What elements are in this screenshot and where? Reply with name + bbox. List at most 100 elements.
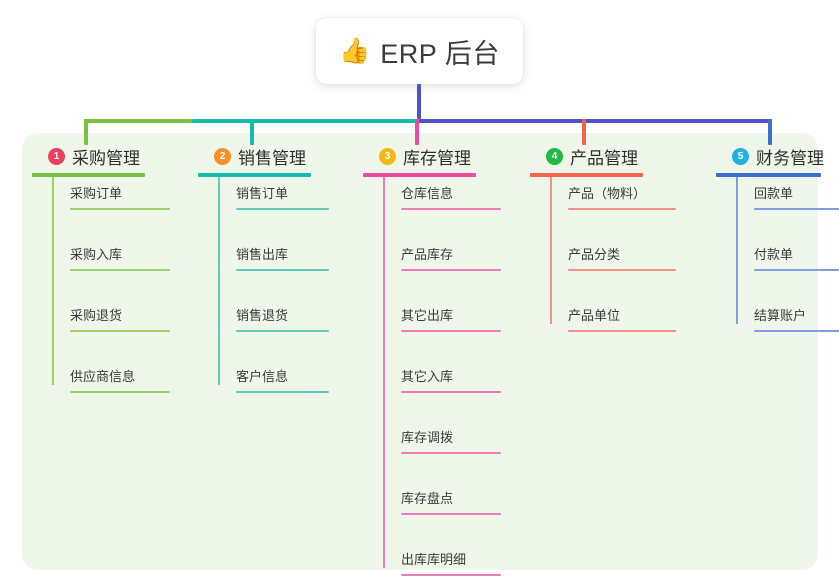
- leaf-underline: [70, 208, 170, 210]
- leaf-spacer: [401, 393, 501, 429]
- leaf-label: 仓库信息: [401, 186, 454, 201]
- leaf-label: 产品（物料）: [568, 186, 647, 201]
- leaf-item[interactable]: 付款单: [716, 210, 839, 271]
- leaf-label: 产品单位: [568, 308, 621, 323]
- leaf-spacer: [70, 210, 170, 246]
- number-badge-1: 1: [48, 147, 65, 165]
- leaf-item[interactable]: 供应商信息: [32, 332, 170, 393]
- leaf-spacer: [568, 271, 676, 307]
- leaf-underline: [568, 269, 676, 271]
- column-items-product: 产品（物料） 产品分类产品单位: [530, 177, 676, 332]
- leaf-item[interactable]: 仓库信息: [363, 185, 501, 210]
- leaf-underline: [754, 269, 839, 271]
- column-spine-purchasing: [52, 177, 54, 385]
- leaf-item[interactable]: 结算账户: [716, 271, 839, 332]
- leaf-spacer: [236, 210, 329, 246]
- number-badge-5: 5: [732, 147, 749, 165]
- leaf-item[interactable]: 采购退货: [32, 271, 170, 332]
- leaf-underline: [70, 269, 170, 271]
- leaf-label: 产品分类: [568, 247, 621, 262]
- leaf-item[interactable]: 客户信息: [198, 332, 329, 393]
- column-underline-product: [530, 173, 643, 177]
- leaf-label: 出库库明细: [401, 552, 467, 567]
- leaf-spacer: [401, 454, 501, 490]
- column-items-sales: 销售订单销售出库销售退货客户信息: [198, 177, 329, 393]
- leaf-item[interactable]: 销售退货: [198, 271, 329, 332]
- column-purchasing: 1 采购管理采购订单采购入库采购退货供应商信息: [32, 143, 170, 393]
- leaf-underline: [401, 513, 501, 515]
- leaf-label: 供应商信息: [70, 369, 136, 384]
- column-title-finance: 财务管理: [756, 148, 824, 168]
- column-header-sales[interactable]: 2 销售管理: [198, 143, 329, 169]
- leaf-item[interactable]: 库存调拨: [363, 393, 501, 454]
- leaf-spacer: [401, 332, 501, 368]
- leaf-label: 其它出库: [401, 308, 454, 323]
- thumbs-up-icon: 👍: [339, 36, 371, 65]
- leaf-label: 库存盘点: [401, 491, 454, 506]
- drop-inventory: [415, 119, 419, 145]
- leaf-underline: [401, 330, 501, 332]
- leaf-label: 销售退货: [236, 308, 289, 323]
- rail-right: [418, 119, 772, 123]
- leaf-label: 销售订单: [236, 186, 289, 201]
- number-badge-2: 2: [214, 147, 231, 165]
- leaf-item[interactable]: 库存盘点: [363, 454, 501, 515]
- leaf-spacer: [70, 271, 170, 307]
- rail-sales: [192, 119, 418, 123]
- column-title-purchasing: 采购管理: [72, 148, 140, 168]
- leaf-spacer: [236, 271, 329, 307]
- leaf-label: 采购退货: [70, 308, 123, 323]
- root-node-card[interactable]: 👍 ERP 后台: [316, 18, 523, 84]
- leaf-item[interactable]: 采购入库: [32, 210, 170, 271]
- column-sales: 2 销售管理销售订单销售出库销售退货客户信息: [198, 143, 329, 393]
- leaf-label: 客户信息: [236, 369, 289, 384]
- leaf-item[interactable]: 销售订单: [198, 185, 329, 210]
- leaf-underline: [236, 391, 329, 393]
- number-badge-4: 4: [546, 147, 563, 165]
- column-spine-finance: [736, 177, 738, 324]
- leaf-label: 采购订单: [70, 186, 123, 201]
- leaf-spacer: [401, 515, 501, 551]
- root-node-title: ERP 后台: [380, 38, 500, 69]
- column-underline-inventory: [363, 173, 476, 177]
- drop-finance: [768, 119, 772, 145]
- leaf-item[interactable]: 采购订单: [32, 185, 170, 210]
- column-items-purchasing: 采购订单采购入库采购退货供应商信息: [32, 177, 170, 393]
- leaf-underline: [754, 208, 839, 210]
- leaf-item[interactable]: 产品分类: [530, 210, 676, 271]
- leaf-underline: [236, 269, 329, 271]
- column-items-finance: 回款单付款单结算账户: [716, 177, 839, 332]
- leaf-item[interactable]: 其它入库: [363, 332, 501, 393]
- leaf-label: 回款单: [754, 186, 794, 201]
- drop-sales: [250, 119, 254, 145]
- leaf-item[interactable]: 其它出库: [363, 271, 501, 332]
- leaf-item[interactable]: 回款单: [716, 185, 839, 210]
- leaf-item[interactable]: 出库库明细: [363, 515, 501, 576]
- leaf-underline: [754, 330, 839, 332]
- leaf-label: 销售出库: [236, 247, 289, 262]
- leaf-item[interactable]: 产品库存: [363, 210, 501, 271]
- leaf-label: 结算账户: [754, 308, 807, 323]
- leaf-item[interactable]: 销售出库: [198, 210, 329, 271]
- column-items-inventory: 仓库信息产品库存其它出库其它入库库存调拨库存盘点出库库明细: [363, 177, 501, 576]
- column-header-purchasing[interactable]: 1 采购管理: [32, 143, 170, 169]
- leaf-underline: [401, 269, 501, 271]
- column-finance: 5 财务管理回款单付款单结算账户: [716, 143, 839, 332]
- leaf-underline: [236, 330, 329, 332]
- leaf-item[interactable]: 产品（物料）: [530, 185, 676, 210]
- leaf-label: 采购入库: [70, 247, 123, 262]
- column-underline-purchasing: [32, 173, 145, 177]
- drop-product: [582, 119, 586, 145]
- leaf-underline: [70, 391, 170, 393]
- leaf-underline: [568, 330, 676, 332]
- column-underline-sales: [198, 173, 311, 177]
- leaf-item[interactable]: 产品单位: [530, 271, 676, 332]
- leaf-underline: [568, 208, 676, 210]
- column-title-sales: 销售管理: [238, 148, 306, 168]
- column-header-finance[interactable]: 5 财务管理: [716, 143, 839, 169]
- leaf-label: 库存调拨: [401, 430, 454, 445]
- column-spine-product: [550, 177, 552, 324]
